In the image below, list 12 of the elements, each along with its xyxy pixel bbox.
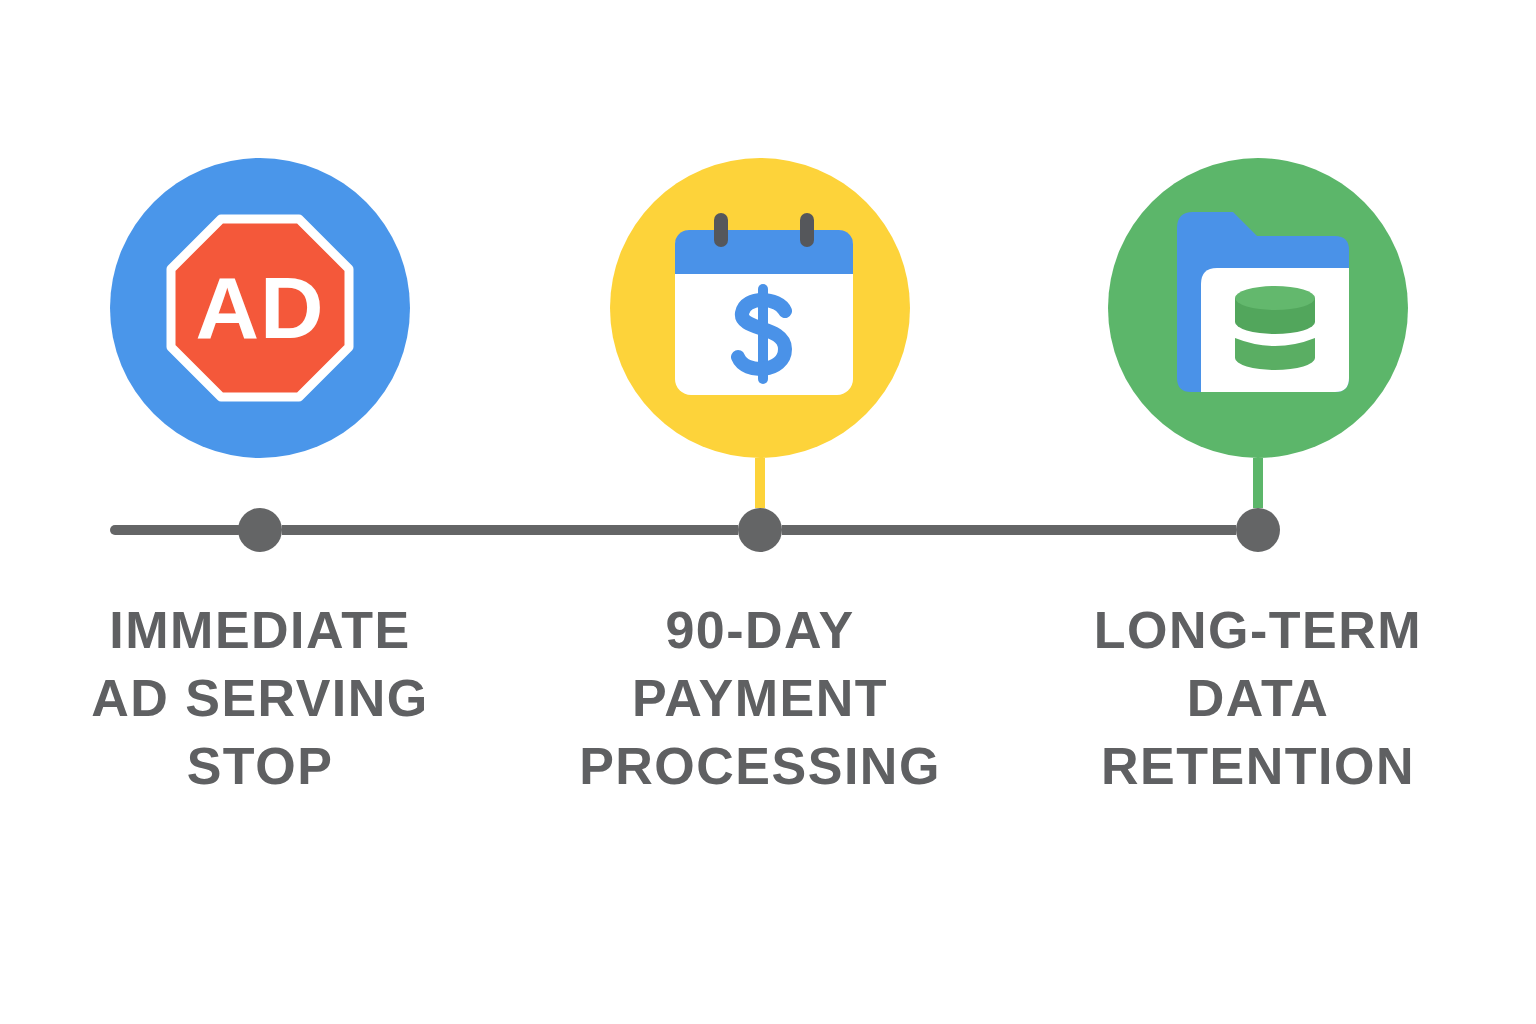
connector-line: [1253, 458, 1263, 508]
timeline-dot: [738, 508, 782, 552]
timeline-dot: [1236, 508, 1280, 552]
timeline-line: [282, 525, 738, 535]
timeline-line: [782, 525, 1236, 535]
timeline-label: IMMEDIATE AD SERVING STOP: [90, 600, 430, 797]
sign-text: AD: [195, 264, 325, 352]
timeline-label: LONG-TERM DATA RETENTION: [1092, 600, 1424, 797]
stop-sign: [166, 214, 354, 402]
connector-line: [755, 458, 765, 508]
timeline-dot: [238, 508, 282, 552]
timeline-label: 90-DAY PAYMENT PROCESSING: [578, 600, 942, 797]
